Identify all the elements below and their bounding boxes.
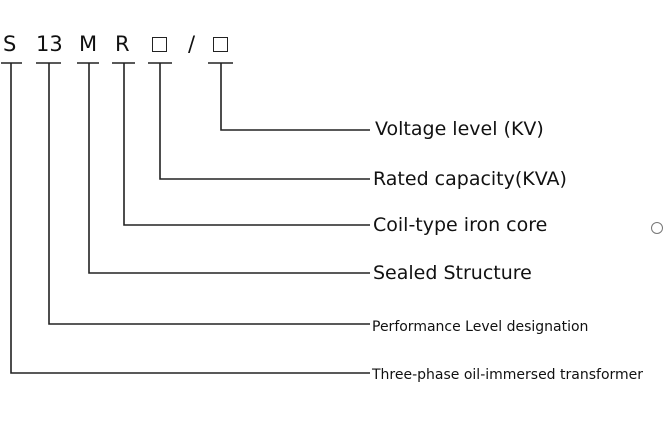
label-voltage-level: Voltage level (KV) <box>375 118 544 140</box>
leader-three-phase <box>10 63 370 374</box>
placeholder-box-voltage <box>213 37 228 52</box>
label-performance-level: Performance Level designation <box>372 319 589 335</box>
code-letter-r: R <box>115 32 130 56</box>
label-three-phase: Three-phase oil-immersed transformer <box>372 367 644 383</box>
leader-sealed-structure <box>88 63 370 274</box>
circle-icon <box>651 222 663 234</box>
label-rated-capacity: Rated capacity(KVA) <box>373 168 567 190</box>
leader-performance-level <box>48 63 370 325</box>
leader-voltage-level <box>220 63 370 131</box>
code-letter-s: S <box>3 32 17 56</box>
label-coil-type: Coil-type iron core <box>373 214 548 236</box>
code-letter-m: M <box>79 32 98 56</box>
label-sealed-structure: Sealed Structure <box>373 262 532 284</box>
leader-coil-type <box>123 63 370 226</box>
leader-rated-capacity <box>159 63 370 180</box>
code-slash: / <box>188 32 196 56</box>
code-number-13: 13 <box>36 32 63 56</box>
placeholder-box-capacity <box>152 37 167 52</box>
